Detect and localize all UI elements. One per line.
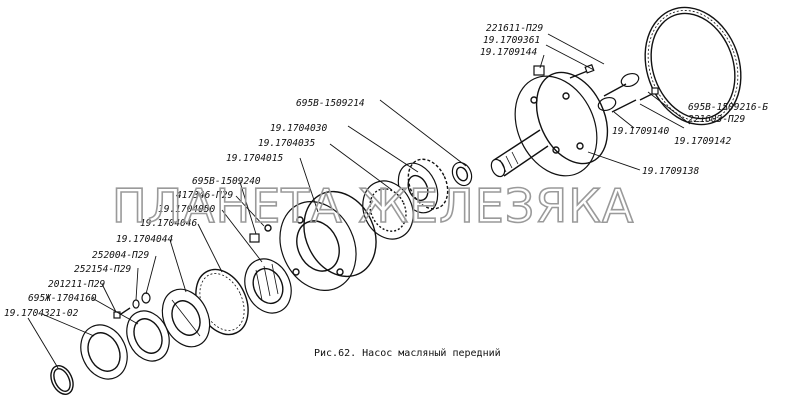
figure-caption: Рис.62. Насос масляный передний xyxy=(314,347,501,359)
cup-seal xyxy=(80,324,128,380)
label-417346-p29: 417346-П29 xyxy=(176,190,233,201)
roller-bearing xyxy=(244,258,292,314)
bush-695v-1509214 xyxy=(451,161,473,187)
watermark-text: ПЛАНЕТА ЖЕЛЕЗЯКА xyxy=(112,179,634,233)
label-201211-p29: 201211-П29 xyxy=(48,279,105,290)
label-19-1704030: 19.1704030 xyxy=(270,123,327,134)
washer-252004 xyxy=(141,292,151,304)
snap-ring xyxy=(50,365,74,395)
label-252004-p29: 252004-П29 xyxy=(92,250,149,261)
label-221611-p29: 221611-П29 xyxy=(486,23,543,34)
label-695v-1509240: 695В-1509240 xyxy=(192,176,261,187)
housing-19-1704015 xyxy=(279,190,377,291)
ring-gear-19-1704035 xyxy=(362,180,414,240)
valve-cylinder xyxy=(597,72,640,113)
label-19-1704046: 19.1704046 xyxy=(140,218,197,229)
label-19-1709142: 19.1709142 xyxy=(674,136,731,147)
label-19-1704015: 19.1704015 xyxy=(226,153,283,164)
label-19-1709140: 19.1709140 xyxy=(612,126,669,137)
label-19-1704321-02: 19.1704321-02 xyxy=(4,308,79,319)
label-221603-p29: 221603-П29 xyxy=(688,114,745,125)
label-19-1709361: 19.1709361 xyxy=(483,35,540,46)
leader-lines xyxy=(27,33,691,369)
bolt-221611 xyxy=(569,64,595,79)
bolt-201211 xyxy=(113,307,131,319)
label-19-1709144: 19.1709144 xyxy=(480,47,537,58)
label-695v-1509214: 695В-1509214 xyxy=(296,98,365,109)
label-19-1709138: 19.1709138 xyxy=(642,166,699,177)
pump-body xyxy=(490,71,609,178)
label-695v-1509216-b: 695В-1509216-Б xyxy=(688,102,768,113)
screw-221603 xyxy=(639,87,659,101)
label-19-1704035: 19.1704035 xyxy=(258,138,315,149)
pin-695v-1509240 xyxy=(249,224,272,243)
label-252154-p29: 252154-П29 xyxy=(74,264,131,275)
label-695zh-1704160: 695Ж-1704160 xyxy=(28,293,97,304)
gasket-ring xyxy=(644,6,742,126)
label-19-1704050: 19.1704050 xyxy=(158,204,215,215)
plug-19-1709144 xyxy=(533,65,545,76)
part-labels: 221611-П29 19.1709361 19.1709144 695В-15… xyxy=(4,23,768,319)
label-19-1704044: 19.1704044 xyxy=(116,234,173,245)
washer-252154 xyxy=(132,299,140,309)
